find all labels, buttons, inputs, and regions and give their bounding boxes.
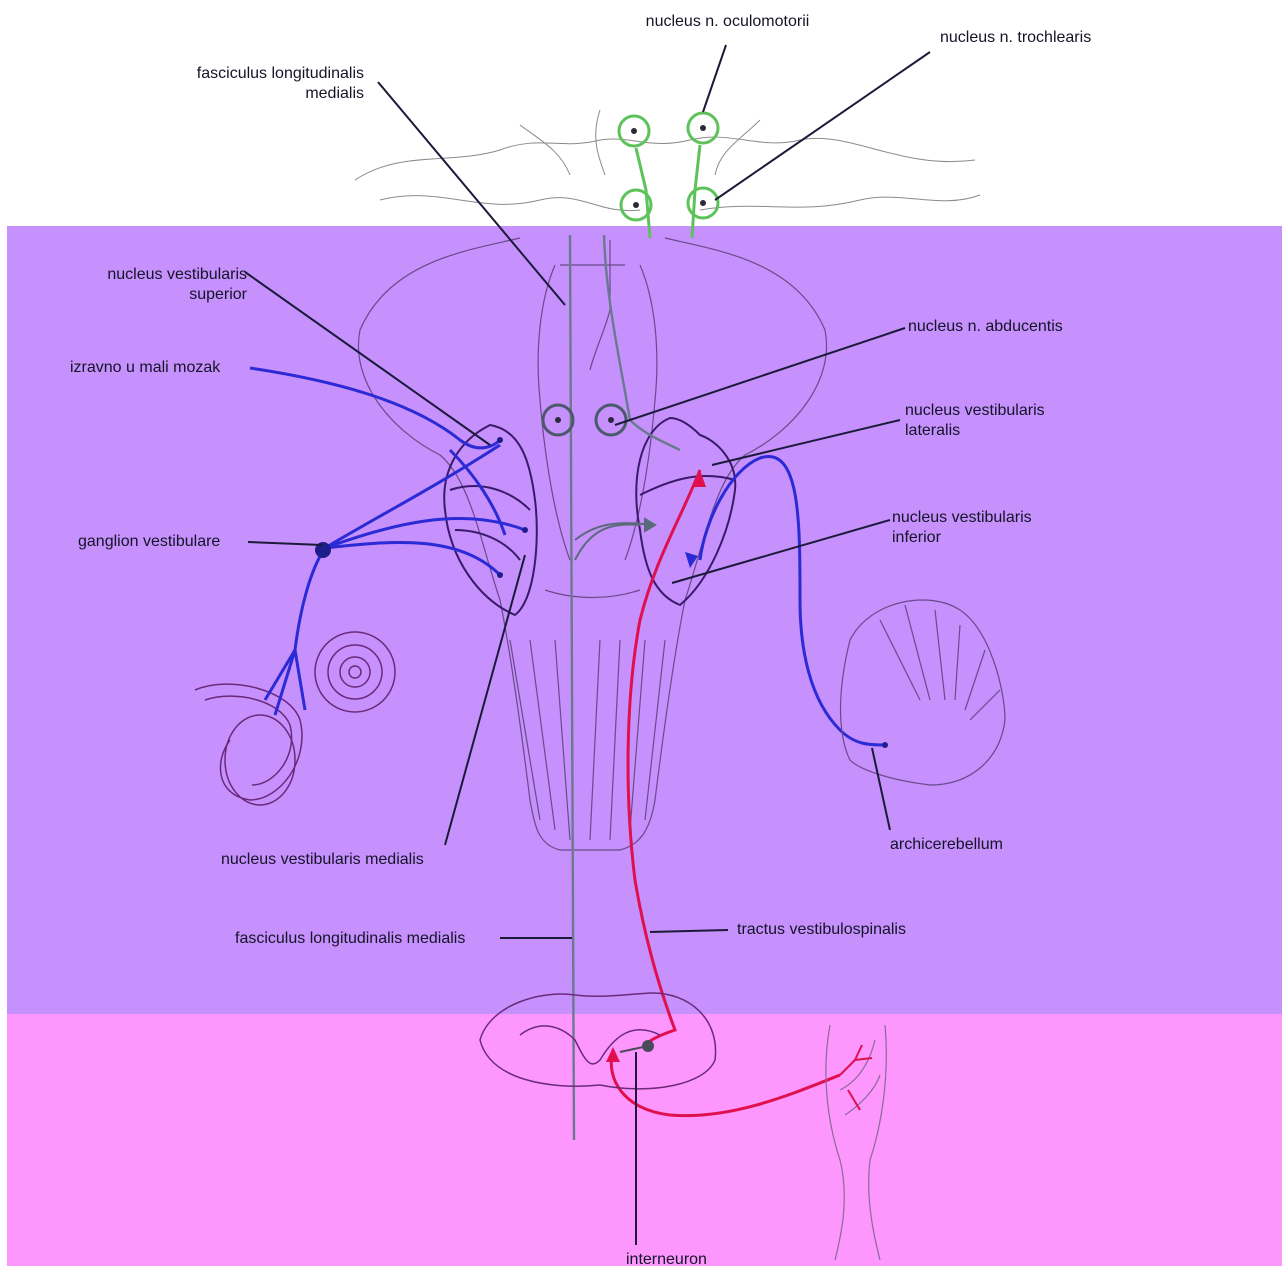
purple-band bbox=[7, 226, 1282, 1024]
label-mlf-bottom: fasciculus longitudinalis medialis bbox=[235, 929, 465, 949]
label-direct-cerebellum: izravno u mali mozak bbox=[70, 358, 220, 378]
label-vestibulospinal-tract: tractus vestibulospinalis bbox=[737, 920, 906, 940]
label-ganglion-vestibulare: ganglion vestibulare bbox=[78, 532, 220, 552]
label-vestibular-medial: nucleus vestibularis medialis bbox=[221, 850, 424, 870]
label-abducens-nucleus: nucleus n. abducentis bbox=[908, 317, 1063, 337]
label-archicerebellum: archicerebellum bbox=[890, 835, 1003, 855]
pink-band bbox=[7, 1014, 1282, 1266]
label-trochlear-nucleus: nucleus n. trochlearis bbox=[940, 28, 1091, 48]
label-oculomotor-nucleus: nucleus n. oculomotorii bbox=[620, 12, 835, 32]
label-interneuron: interneuron bbox=[626, 1250, 707, 1270]
